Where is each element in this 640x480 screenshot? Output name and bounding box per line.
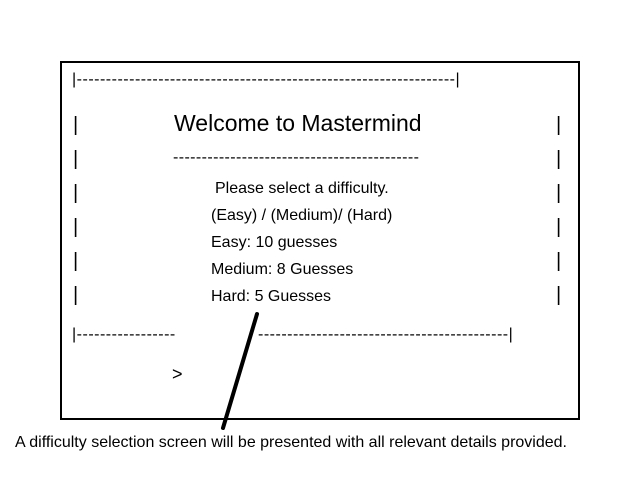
left-pipe: | (73, 216, 79, 238)
left-pipe: | (73, 284, 79, 306)
bottom-border-left: |----------------- (72, 326, 176, 343)
medium-option: Medium: 8 Guesses (211, 261, 354, 278)
difficulty-options: (Easy) / (Medium)/ (Hard) (211, 207, 393, 224)
console-window: |---------------------------------------… (60, 61, 580, 420)
left-pipe: | (73, 250, 79, 272)
annotation-caption: A difficulty selection screen will be pr… (15, 434, 567, 451)
bottom-border-right: ----------------------------------------… (258, 326, 514, 343)
input-prompt[interactable]: > (172, 364, 183, 384)
easy-option: Easy: 10 guesses (211, 234, 338, 251)
page-title: Welcome to Mastermind (174, 110, 422, 136)
right-pipe: | (556, 284, 562, 306)
title-underline: ----------------------------------------… (173, 149, 420, 166)
left-pipe: | (73, 114, 79, 136)
top-border: |---------------------------------------… (72, 71, 461, 88)
hard-option: Hard: 5 Guesses (211, 288, 332, 305)
difficulty-prompt: Please select a difficulty. (215, 180, 389, 197)
right-pipe: | (556, 114, 562, 136)
right-pipe: | (556, 148, 562, 170)
left-pipe: | (73, 148, 79, 170)
left-pipe: | (73, 182, 79, 204)
right-pipe: | (556, 216, 562, 238)
right-pipe: | (556, 250, 562, 272)
right-pipe: | (556, 182, 562, 204)
